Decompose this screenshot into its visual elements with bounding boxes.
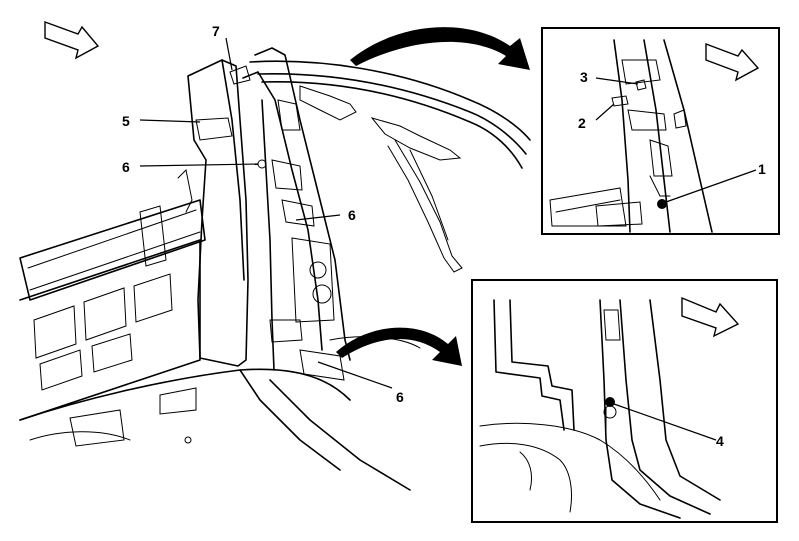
detail-view-upper: 3 2 1 bbox=[541, 27, 780, 235]
forward-direction-icon bbox=[681, 296, 740, 338]
callout-1: 1 bbox=[758, 161, 766, 177]
detail-view-lower: 4 bbox=[471, 279, 778, 523]
callout-6-lower: 6 bbox=[396, 389, 404, 405]
callout-5: 5 bbox=[122, 113, 130, 129]
curved-arrow-icon bbox=[350, 27, 530, 70]
callout-7: 7 bbox=[212, 23, 220, 39]
callout-6-middle: 6 bbox=[348, 207, 356, 223]
callout-6-upper: 6 bbox=[122, 159, 130, 175]
forward-direction-icon bbox=[44, 21, 100, 60]
forward-direction-icon bbox=[705, 42, 760, 82]
callout-4: 4 bbox=[716, 433, 724, 449]
main-view: 7 5 6 6 6 bbox=[19, 21, 531, 491]
callout-3: 3 bbox=[580, 69, 588, 85]
callout-2: 2 bbox=[578, 115, 586, 131]
curved-arrow-icon bbox=[336, 327, 462, 366]
